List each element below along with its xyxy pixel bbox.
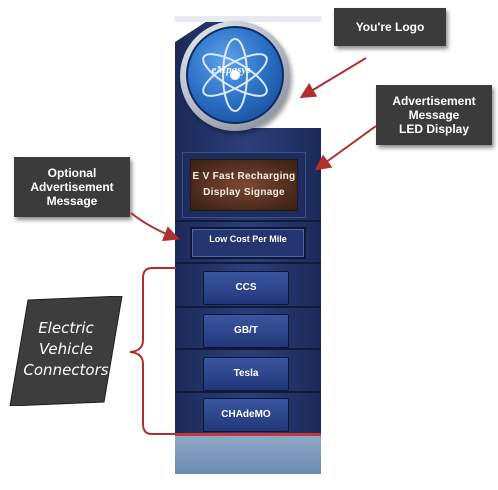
logo-disc xyxy=(186,26,284,124)
callout-optional-message: Optional Advertisement Message xyxy=(14,157,130,217)
connector-chademo: CHAdeMO xyxy=(203,398,289,432)
callout-logo: You're Logo xyxy=(334,8,446,46)
optional-message-panel: Low Cost Per Mile xyxy=(190,227,306,259)
connectors-tag xyxy=(9,296,123,406)
kiosk-top-band xyxy=(175,16,321,22)
atom-icon xyxy=(202,38,268,112)
logo-text: eMpasys xyxy=(211,64,251,76)
panel-divider xyxy=(175,391,321,393)
led-display: E V Fast Recharging Display Signage xyxy=(190,159,298,211)
callout-logo-text: You're Logo xyxy=(355,20,425,34)
led-line-2: Display Signage xyxy=(203,187,285,198)
callout-optional-text: Optional Advertisement Message xyxy=(30,166,114,208)
connectors-bracket xyxy=(129,267,176,435)
led-line-1: E V Fast Recharging xyxy=(192,171,296,182)
callout-led-text: Advertisement Message LED Display xyxy=(392,94,476,136)
panel-divider xyxy=(175,306,321,308)
connectors-tag-text: Electric Vehicle Connectors xyxy=(23,319,109,379)
kiosk-base-trim xyxy=(175,433,321,436)
connector-ccs: CCS xyxy=(203,271,289,305)
connector-gbt: GB/T xyxy=(203,314,289,348)
arrow-to-led xyxy=(314,125,377,171)
panel-divider xyxy=(175,348,321,350)
panel-divider xyxy=(175,220,321,222)
callout-led-display: Advertisement Message LED Display xyxy=(376,85,492,145)
connector-tesla: Tesla xyxy=(203,357,289,391)
kiosk-base xyxy=(175,436,321,474)
panel-divider xyxy=(175,262,321,264)
arrow-to-optional-message xyxy=(130,212,180,242)
